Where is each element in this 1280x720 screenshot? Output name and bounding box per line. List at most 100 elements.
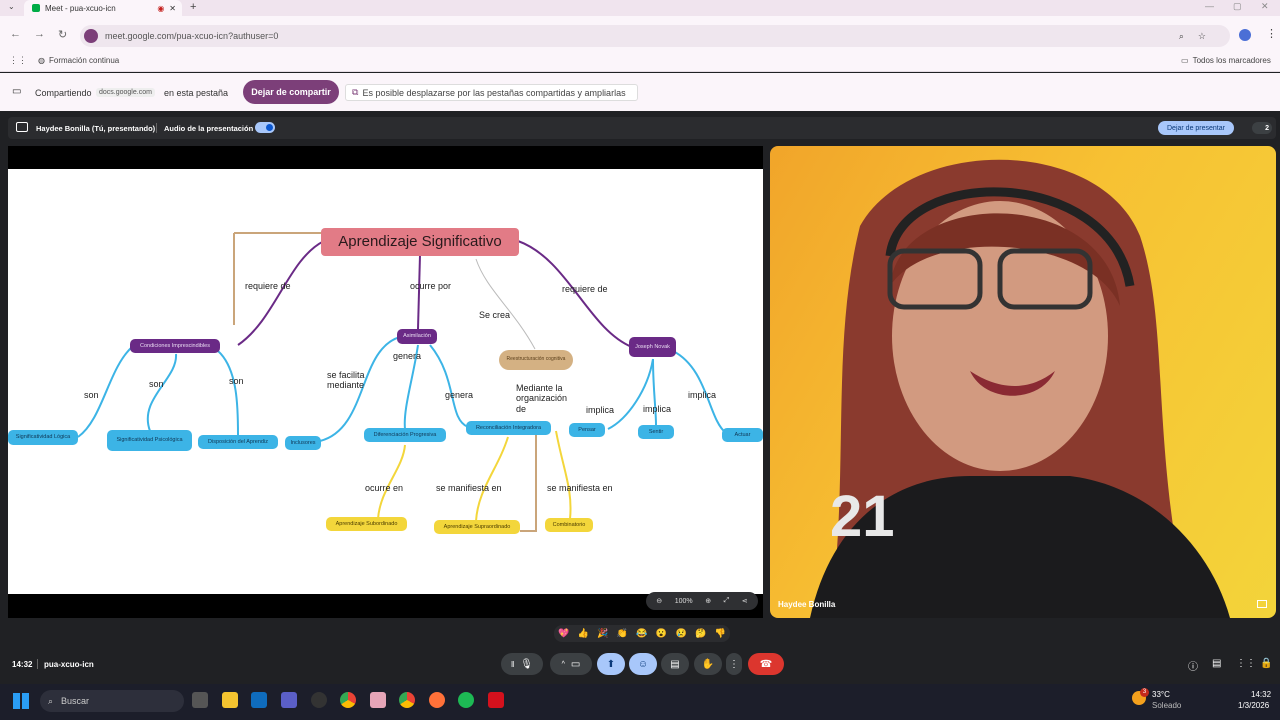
chevron-up-icon: ^ [561, 660, 565, 668]
reload-icon[interactable]: ↻ [58, 29, 68, 41]
share-icon[interactable]: ⋖ [741, 598, 748, 605]
connector-manifiesta1 [475, 436, 509, 522]
chrome-profile-icon[interactable] [399, 692, 415, 708]
clock-time[interactable]: 14:32 [1251, 690, 1272, 699]
reaction-thumbs-down[interactable]: 👎 [714, 628, 726, 638]
all-bookmarks-label: Todos los marcadores [1192, 56, 1271, 65]
connector-implica2 [652, 358, 657, 426]
camera-site-icon [84, 29, 98, 43]
outlook-icon[interactable] [251, 692, 267, 708]
bookmark-star-icon[interactable]: ☆ [1197, 30, 1206, 41]
stop-presenting-button[interactable]: Dejar de presentar [1158, 121, 1234, 135]
zoom-page-icon[interactable]: ⌕ [1178, 30, 1184, 41]
reaction-heart[interactable]: 💖 [558, 628, 570, 638]
activities-icon[interactable]: ⋮⋮ [1236, 658, 1256, 669]
node-reconciliacion: Reconciliación Integradora [466, 421, 551, 435]
tab-list-icon[interactable]: ⌄ [8, 2, 15, 11]
menu-dots-icon[interactable]: ⋮ [1266, 28, 1277, 40]
more-vert-icon: ⋮ [729, 658, 739, 670]
node-diferenciacion: Diferenciación Progresiva [364, 428, 446, 442]
svg-text:21: 21 [830, 484, 895, 549]
chrome-icon[interactable] [340, 692, 356, 708]
present-now-button[interactable]: ⬆ [597, 653, 625, 675]
emoji-button[interactable]: ☺ [629, 653, 657, 675]
captions-button[interactable]: ▤ [661, 653, 689, 675]
reaction-thinking[interactable]: 🤔 [694, 628, 707, 638]
maximize-icon[interactable]: ▢ [1233, 1, 1242, 11]
node-joseph: Joseph Novak [629, 337, 676, 357]
reaction-clap[interactable]: 👏 [616, 628, 629, 638]
clock-date[interactable]: 1/3/2026 [1238, 701, 1270, 710]
scroll-info-chip: ⧉ Es posible desplazarse por las pestaña… [345, 84, 638, 101]
microphone-button[interactable]: ‖ 🎙 [501, 653, 543, 675]
reaction-laugh[interactable]: 😂 [636, 628, 648, 638]
shared-site-chip: docs.google.com [96, 88, 155, 97]
teams-icon[interactable] [281, 692, 297, 708]
participant-name: Haydee Bonilla [778, 600, 836, 609]
node-condiciones: Condiciones Imprescindibles [130, 339, 220, 353]
chat-icon[interactable]: ▤ [1212, 658, 1222, 669]
node-disposicion: Disposición del Aprendiz [198, 435, 278, 449]
connector-requiere1 [237, 240, 325, 346]
fullscreen-icon[interactable]: ⤢ [723, 597, 730, 604]
globe-icon: ◍ [38, 56, 45, 65]
reaction-party[interactable]: 🎉 [597, 628, 609, 638]
task-view-icon[interactable] [192, 692, 208, 708]
camera-button[interactable]: ^ ▭ [550, 653, 592, 675]
back-icon[interactable]: ← [10, 28, 21, 40]
minimize-icon[interactable]: — [1205, 1, 1214, 11]
snipping-tool-icon[interactable] [370, 692, 386, 708]
apps-grid-icon[interactable]: ⋮⋮ [9, 55, 27, 65]
taskbar-search[interactable]: ⌕ Buscar [40, 690, 184, 712]
scroll-info-text: Es posible desplazarse por las pestañas … [362, 87, 626, 98]
window-close-icon[interactable]: ✕ [1261, 1, 1269, 11]
all-bookmarks[interactable]: ▭ Todos los marcadores [1181, 56, 1271, 65]
divider [156, 123, 157, 133]
stop-sharing-button[interactable]: Dejar de compartir [243, 80, 339, 104]
node-combinatorio: Combinatorio [545, 518, 593, 532]
tab-close-icon[interactable]: ✕ [169, 3, 176, 13]
address-input[interactable]: meet.google.com/pua-xcuo-icn?authuser=0 … [80, 25, 1230, 47]
reaction-thumbs-up[interactable]: 👍 [577, 628, 589, 638]
label-son2: son [149, 379, 164, 389]
profile-avatar[interactable] [1239, 29, 1251, 41]
zoom-in-icon[interactable]: ⊕ [705, 598, 712, 605]
node-pensar: Pensar [569, 423, 605, 437]
more-options-button[interactable]: ⋮ [726, 653, 742, 675]
emoji-icon: ☺ [637, 658, 649, 670]
leave-call-button[interactable]: ☎ [748, 653, 784, 675]
new-tab-icon[interactable]: + [190, 1, 197, 13]
windows-start-icon[interactable] [13, 693, 29, 709]
acrobat-icon[interactable] [488, 692, 504, 708]
reaction-surprised[interactable]: 😮 [655, 628, 668, 638]
meet-favicon-icon [32, 4, 40, 12]
recording-indicator-icon: ◉ [157, 3, 165, 13]
connector-facilita [319, 336, 401, 442]
forward-icon[interactable]: → [34, 28, 45, 40]
bookmark-formacion[interactable]: ◍ Formación continua [38, 56, 119, 65]
sharing-label: Compartiendo [35, 88, 92, 98]
map-title-node: Aprendizaje Significativo [321, 228, 519, 256]
label-manifiesta1: se manifiesta en [436, 483, 502, 493]
reaction-sad[interactable]: 😢 [675, 628, 687, 638]
app-icon-1[interactable] [311, 692, 327, 708]
label-implica1: implica [586, 405, 615, 415]
zoom-out-icon[interactable]: ⊖ [656, 598, 663, 605]
file-explorer-icon[interactable] [222, 692, 238, 708]
host-controls-icon[interactable]: 🔒 [1260, 658, 1273, 669]
connector-bracket2 [520, 431, 537, 532]
info-icon[interactable]: ⓘ [1188, 662, 1198, 673]
hand-icon: ✋ [701, 658, 715, 670]
address-text: meet.google.com/pua-xcuo-icn?authuser=0 [105, 31, 279, 41]
connector-ocurre [417, 254, 421, 330]
meeting-code: pua-xcuo-icn [44, 660, 94, 669]
tile-options-icon[interactable] [1257, 600, 1267, 608]
audio-toggle[interactable] [255, 122, 275, 133]
raise-hand-button[interactable]: ✋ [694, 653, 722, 675]
concept-map-connectors [77, 232, 727, 532]
firefox-icon[interactable] [429, 692, 445, 708]
spotify-icon[interactable] [458, 692, 474, 708]
browser-tab[interactable]: Meet - pua-xcuo-icn ◉ ✕ [24, 0, 182, 16]
meeting-divider [37, 659, 38, 669]
participants-icon[interactable]: 2 [1252, 122, 1272, 134]
